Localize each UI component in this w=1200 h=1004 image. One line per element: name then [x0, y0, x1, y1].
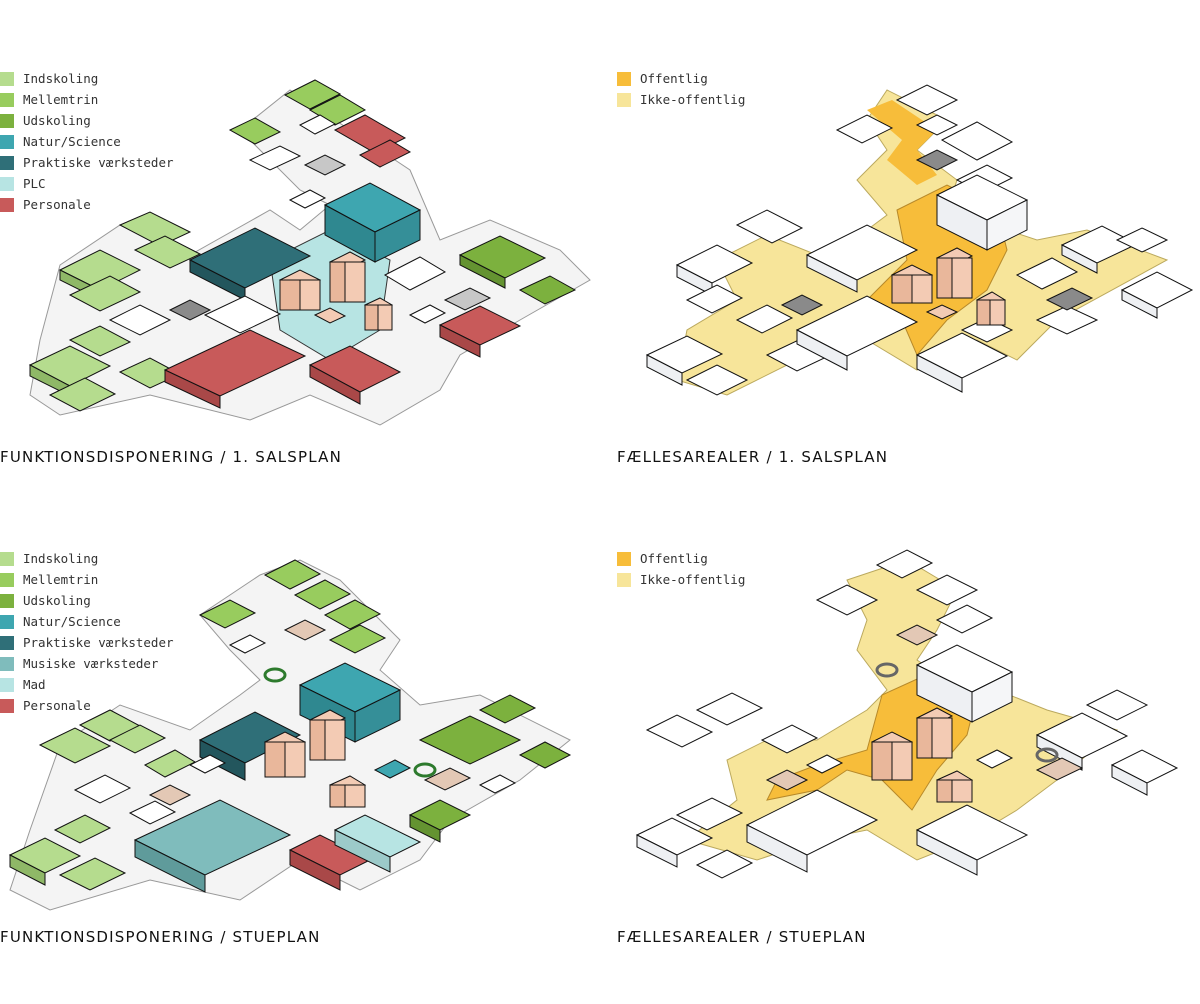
legend-item: Ikke-offentlig	[617, 569, 745, 590]
legend-item: Offentlig	[617, 68, 745, 89]
legend-label: Praktiske værksteder	[23, 155, 174, 170]
legend-swatch	[0, 134, 14, 149]
legend-swatch	[0, 113, 14, 128]
legend-swatch	[0, 593, 14, 608]
legend-swatch	[0, 551, 14, 566]
legend-item: Udskoling	[0, 110, 174, 131]
legend-swatch	[617, 71, 631, 86]
plan-diagram-common-ground-floor	[635, 549, 1179, 879]
legend-swatch	[0, 176, 14, 191]
legend-label: Udskoling	[23, 593, 91, 608]
legend-label: Udskoling	[23, 113, 91, 128]
legend-label: Ikke-offentlig	[640, 572, 746, 587]
panel-function-ground-floor: Indskoling Mellemtrin Udskoling Natur/Sc…	[0, 480, 600, 982]
legend-swatch	[617, 572, 631, 587]
panel-caption: FUNKTIONSDISPONERING / STUEPLAN	[0, 928, 321, 946]
legend-item: Indskoling	[0, 68, 174, 89]
panel-function-first-floor: Indskoling Mellemtrin Udskoling Natur/Sc…	[0, 0, 600, 502]
legend-item: Mad	[0, 674, 174, 695]
legend-label: Natur/Science	[23, 134, 121, 149]
legend-item: Offentlig	[617, 548, 745, 569]
legend-label: Mad	[23, 677, 46, 692]
legend-swatch	[617, 92, 631, 107]
legend-item: Personale	[0, 194, 174, 215]
legend-label: Mellemtrin	[23, 572, 99, 587]
legend-swatch	[0, 155, 14, 170]
panel-caption: FÆLLESAREALER / STUEPLAN	[617, 928, 867, 946]
legend-label: Offentlig	[640, 71, 708, 86]
legend-item: Indskoling	[0, 548, 174, 569]
legend-label: Natur/Science	[23, 614, 121, 629]
legend-item: Udskoling	[0, 590, 174, 611]
legend-swatch	[0, 656, 14, 671]
legend-label: Mellemtrin	[23, 92, 99, 107]
legend-label: Ikke-offentlig	[640, 92, 746, 107]
legend: Offentlig Ikke-offentlig	[617, 68, 745, 110]
legend-label: Personale	[23, 197, 91, 212]
legend-label: Indskoling	[23, 71, 99, 86]
legend-label: PLC	[23, 176, 46, 191]
plan-diagram-function-ground-floor	[8, 559, 572, 911]
panel-common-ground-floor: Offentlig Ikke-offentlig FÆLLESAREALER /…	[617, 480, 1200, 982]
legend-item: Mellemtrin	[0, 569, 174, 590]
legend-label: Personale	[23, 698, 91, 713]
legend: Indskoling Mellemtrin Udskoling Natur/Sc…	[0, 68, 174, 215]
legend-swatch	[0, 197, 14, 212]
legend-swatch	[0, 92, 14, 107]
panel-caption: FÆLLESAREALER / 1. SALSPLAN	[617, 448, 889, 466]
plan-diagram-function-first-floor	[28, 79, 591, 426]
legend-label: Musiske værksteder	[23, 656, 159, 671]
legend-swatch	[0, 572, 14, 587]
legend-item: PLC	[0, 173, 174, 194]
legend-swatch	[617, 551, 631, 566]
legend-item: Musiske værksteder	[0, 653, 174, 674]
plan-diagram-common-first-floor	[645, 84, 1194, 396]
legend-label: Praktiske værksteder	[23, 635, 174, 650]
panel-caption: FUNKTIONSDISPONERING / 1. SALSPLAN	[0, 448, 343, 466]
panel-common-first-floor: Offentlig Ikke-offentlig FÆLLESAREALER /…	[617, 0, 1200, 502]
legend-swatch	[0, 71, 14, 86]
legend-swatch	[0, 635, 14, 650]
legend-item: Mellemtrin	[0, 89, 174, 110]
legend: Indskoling Mellemtrin Udskoling Natur/Sc…	[0, 548, 174, 716]
legend-item: Ikke-offentlig	[617, 89, 745, 110]
legend-label: Indskoling	[23, 551, 99, 566]
legend: Offentlig Ikke-offentlig	[617, 548, 745, 590]
legend-item: Natur/Science	[0, 611, 174, 632]
legend-swatch	[0, 698, 14, 713]
legend-item: Praktiske værksteder	[0, 632, 174, 653]
legend-item: Natur/Science	[0, 131, 174, 152]
legend-swatch	[0, 614, 14, 629]
legend-label: Offentlig	[640, 551, 708, 566]
legend-item: Personale	[0, 695, 174, 716]
legend-swatch	[0, 677, 14, 692]
legend-item: Praktiske værksteder	[0, 152, 174, 173]
